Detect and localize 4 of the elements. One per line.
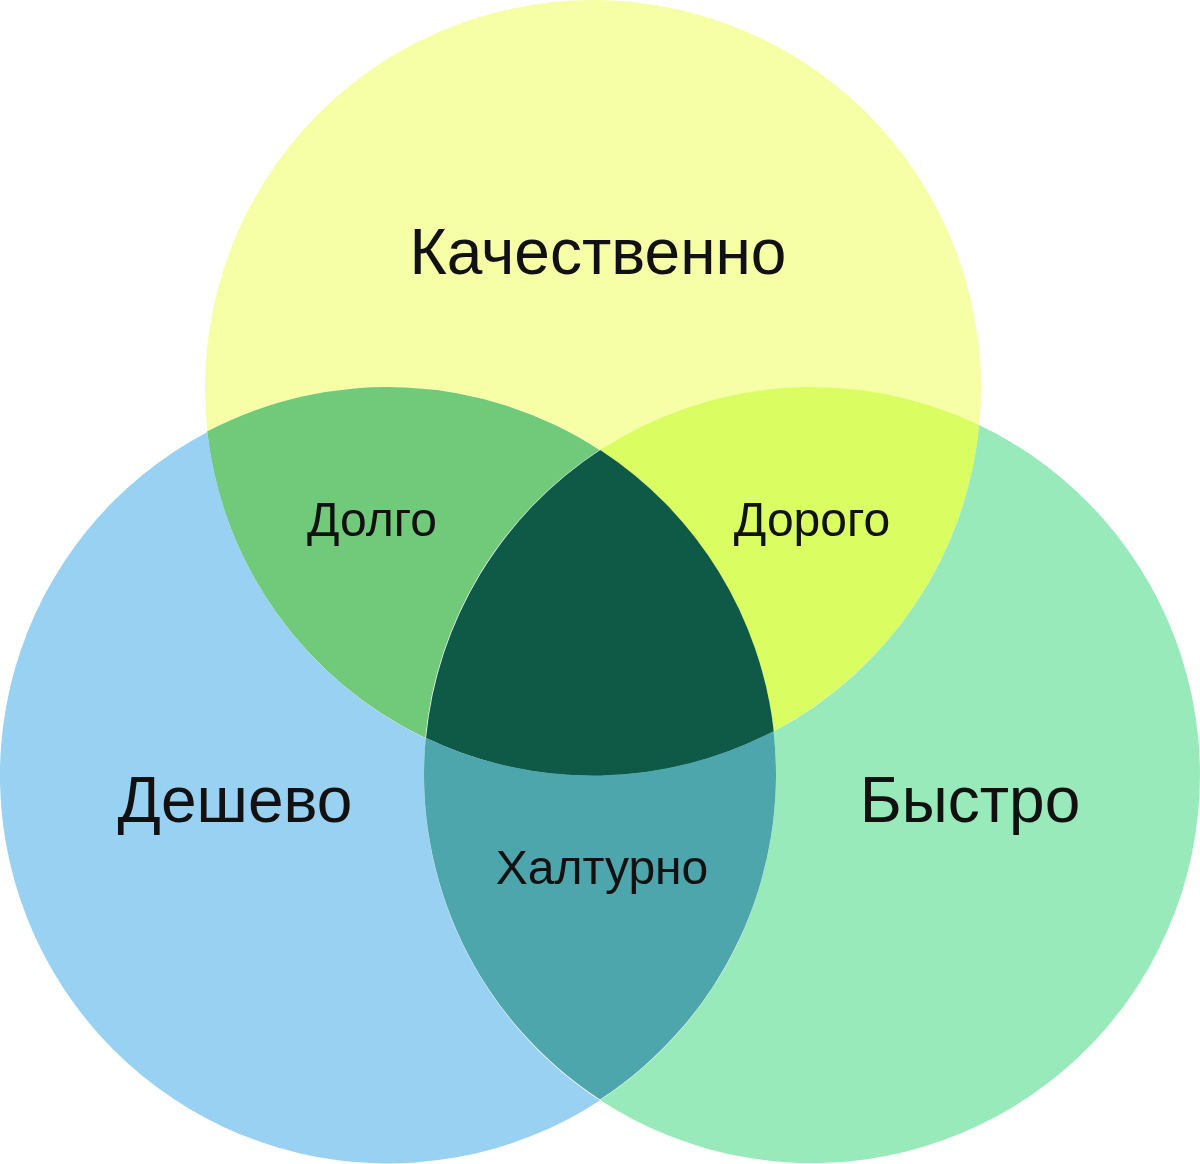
circle-label: Качественно — [409, 220, 787, 284]
overlap-label: Дорого — [733, 496, 891, 544]
overlap-label: Халтурно — [495, 844, 709, 892]
overlap-label: Долго — [307, 496, 437, 544]
